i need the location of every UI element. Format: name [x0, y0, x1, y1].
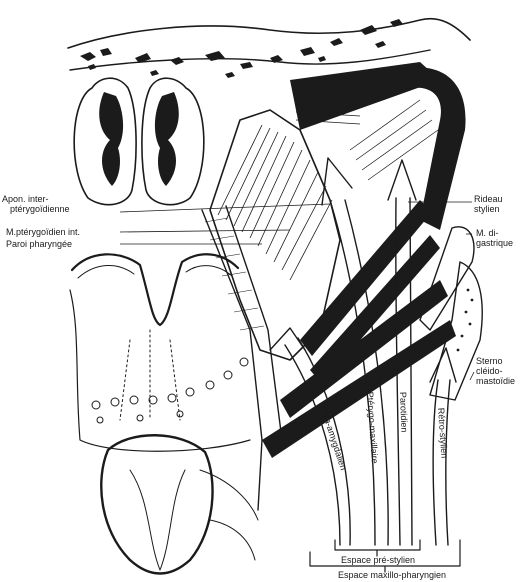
bracket-pre-stylien [335, 540, 420, 556]
skull-base-outline [68, 19, 470, 48]
nasal-fossae [74, 78, 204, 204]
label-rideau-line2: stylien [474, 204, 503, 214]
larynx [101, 435, 258, 573]
oropharynx [70, 254, 250, 451]
bone-fragments [80, 19, 403, 78]
label-apon-line2: ptérygoïdienne [2, 204, 70, 214]
label-rideau-stylien: Rideau stylien [474, 194, 503, 214]
label-paroi-pharyngee: Paroi pharyngée [6, 239, 72, 249]
label-sterno-line3: mastoïdie [476, 376, 515, 386]
label-apon-interpterygoidienne: Apon. inter- ptérygoïdienne [2, 194, 70, 214]
label-sterno-line1: Sterno [476, 356, 515, 366]
arrow-label-parotidien: Parotidien [398, 392, 409, 433]
label-pterygoidien-int: M.ptérygoïdien int. [6, 227, 80, 237]
arrow-label-pterygo-maxillaire: Ptérygo-maxillaire [365, 391, 380, 464]
label-rideau-line1: Rideau [474, 194, 503, 204]
label-sterno-cleido-mastoidie: Sterno cléido- mastoïdie [476, 356, 515, 386]
label-apon-line1: Apon. inter- [2, 194, 70, 204]
label-digastrique-line1: M. di- [476, 228, 513, 238]
label-digastrique-line2: gastrique [476, 238, 513, 248]
label-sterno-line2: cléido- [476, 366, 515, 376]
label-espace-pre-stylien: Espace pré-stylien [341, 555, 415, 565]
arrow-label-retro-stylien: Rétro-stylien [436, 407, 449, 458]
label-espace-maxillo-pharyngien: Espace maxillo-pharyngien [338, 570, 446, 580]
muscle-bands [262, 62, 466, 458]
label-digastrique: M. di- gastrique [476, 228, 513, 248]
